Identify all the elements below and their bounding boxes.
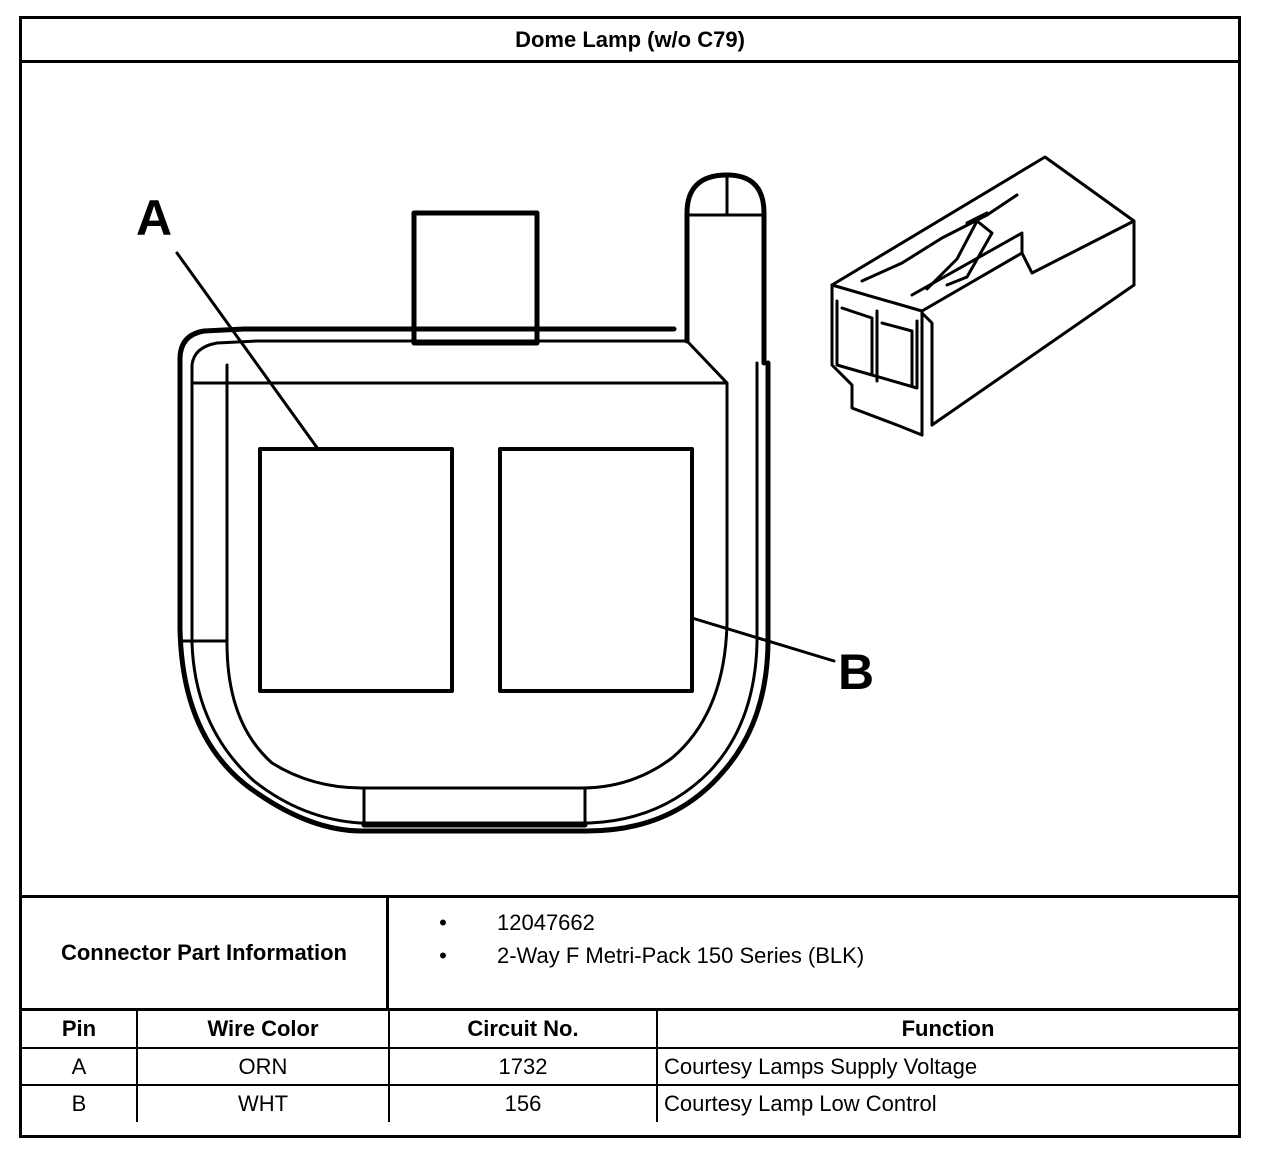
table-header-row: Pin Wire Color Circuit No. Function — [22, 1011, 1238, 1049]
bullet-icon: • — [439, 943, 447, 968]
connector-diagram: A B — [22, 63, 1238, 898]
bullet-icon: • — [439, 910, 447, 935]
part-number: 12047662 — [497, 910, 595, 935]
list-item: • 2-Way F Metri-Pack 150 Series (BLK) — [389, 941, 864, 971]
table-row: A ORN 1732 Courtesy Lamps Supply Voltage — [22, 1047, 1238, 1086]
table-row: B WHT 156 Courtesy Lamp Low Control — [22, 1084, 1238, 1122]
label-a: A — [136, 190, 172, 246]
column-header-pin: Pin — [22, 1011, 138, 1049]
label-b: B — [838, 644, 874, 700]
leader-line-b — [690, 616, 836, 663]
cell-function: Courtesy Lamps Supply Voltage — [656, 1047, 1238, 1086]
leader-line-a — [175, 251, 320, 451]
connector-isometric-view — [830, 155, 1136, 437]
connector-sheet: Dome Lamp (w/o C79) — [19, 16, 1241, 1138]
cell-circuit-no: 156 — [388, 1084, 658, 1122]
cell-pin: B — [22, 1084, 138, 1122]
column-header-circuit-no: Circuit No. — [388, 1011, 658, 1049]
connector-part-info-label: Connector Part Information — [22, 898, 389, 1008]
page-title: Dome Lamp (w/o C79) — [22, 19, 1238, 63]
cavity-a — [258, 447, 454, 693]
cavity-b — [498, 447, 694, 693]
bottom-key — [362, 786, 587, 827]
connector-face-drawing: A B — [136, 155, 1136, 834]
connector-inner-shell — [190, 339, 729, 790]
cell-function: Courtesy Lamp Low Control — [656, 1084, 1238, 1122]
list-item: • 12047662 — [389, 908, 595, 938]
column-header-function: Function — [656, 1011, 1238, 1049]
connector-part-info-list: • 12047662 • 2-Way F Metri-Pack 150 Seri… — [389, 898, 1239, 1008]
pin-table: Pin Wire Color Circuit No. Function A OR… — [22, 1011, 1238, 1122]
column-header-wire-color: Wire Color — [136, 1011, 390, 1049]
cell-pin: A — [22, 1047, 138, 1086]
cell-wire-color: ORN — [136, 1047, 390, 1086]
top-latch — [411, 210, 540, 346]
connector-description: 2-Way F Metri-Pack 150 Series (BLK) — [497, 943, 865, 968]
cell-wire-color: WHT — [136, 1084, 390, 1122]
cell-circuit-no: 1732 — [388, 1047, 658, 1086]
right-tab — [684, 172, 767, 366]
connector-part-info: Connector Part Information • 12047662 • … — [22, 895, 1238, 1011]
connector-outer-shell — [177, 326, 677, 362]
